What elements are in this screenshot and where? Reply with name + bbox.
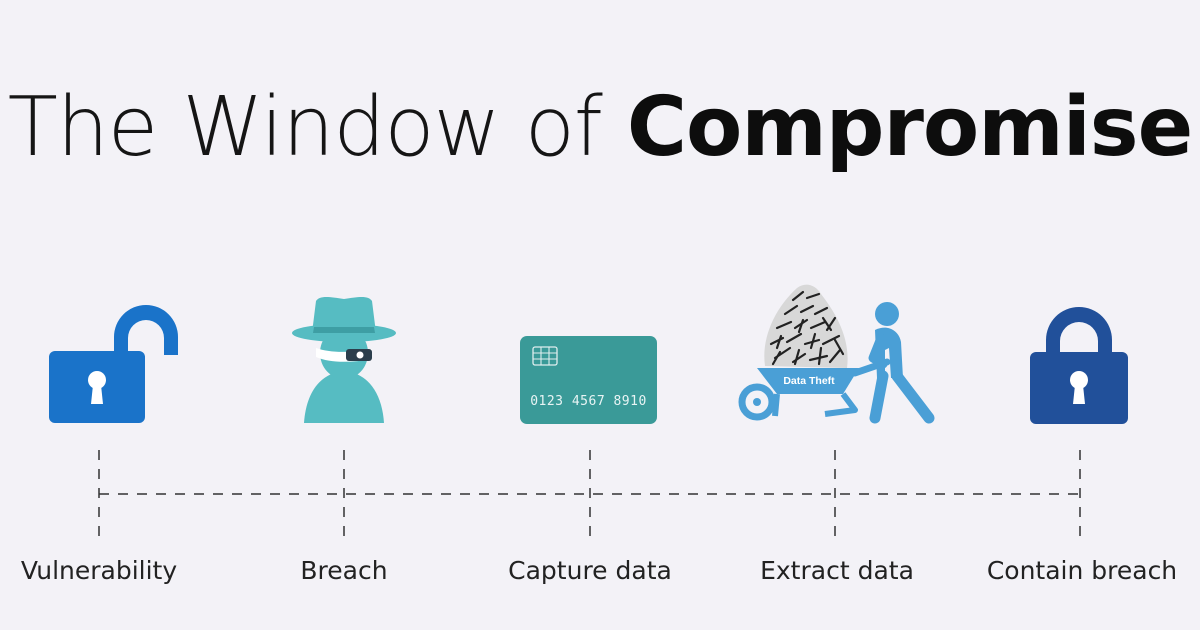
- credit-card-icon: 0123 4567 8910: [520, 336, 657, 424]
- step-label-extract-data: Extract data: [760, 556, 914, 585]
- wheelbarrow-thief-icon: Data Theft: [738, 284, 935, 424]
- step-label-vulnerability: Vulnerability: [20, 556, 178, 585]
- title-light-part: The Window of: [7, 80, 603, 175]
- card-chip-icon: [532, 346, 558, 366]
- wheelbarrow-label: Data Theft: [783, 375, 835, 387]
- spy-hat-icon: [292, 297, 396, 423]
- step-label-breach: Breach: [300, 556, 388, 585]
- step-label-contain-breach: Contain breach: [986, 556, 1178, 585]
- title-bold-part: Compromise: [626, 80, 1193, 175]
- card-number: 0123 4567 8910: [530, 394, 647, 409]
- paper-pile: [764, 284, 848, 368]
- locked-padlock-icon: [1030, 307, 1128, 424]
- unlocked-padlock-icon: [49, 305, 178, 423]
- step-label-capture-data: Capture data: [508, 556, 672, 585]
- page-title: The Window of Compromise: [0, 78, 1200, 178]
